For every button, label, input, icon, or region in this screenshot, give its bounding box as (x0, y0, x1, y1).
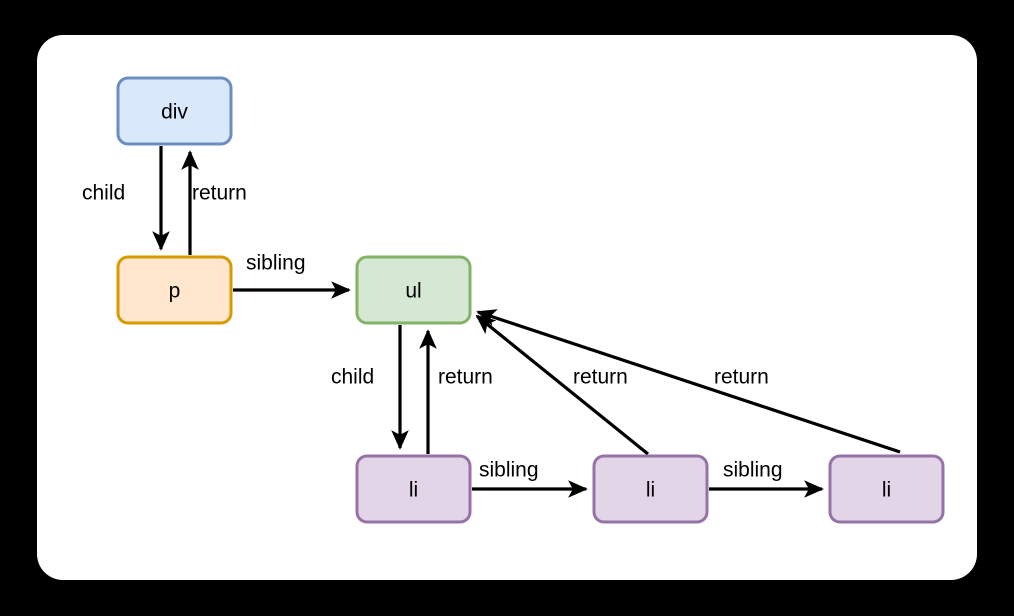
node-shape-li2[interactable] (592, 454, 709, 524)
node-label-li2: li (646, 479, 655, 502)
node-div[interactable]: div (116, 76, 233, 146)
edge-li2-to-ul (475, 314, 650, 456)
node-ul[interactable]: ul (355, 255, 472, 325)
edge-label-li3-to-ul: return (714, 366, 769, 389)
edge-label-ul-to-li1: child (331, 366, 374, 389)
node-li2[interactable]: li (592, 454, 709, 524)
node-label-li3: li (882, 479, 891, 502)
edges-layer (152, 146, 901, 498)
edge-label-li2-to-ul: return (573, 366, 628, 389)
edge-label-li1-to-ul: return (438, 366, 493, 389)
edge-label-div-to-p: child (82, 182, 125, 205)
edge-labels-layer: child return sibling child return sibling retu… (82, 182, 783, 482)
node-p[interactable]: p (116, 255, 233, 325)
edge-label-p-to-ul: sibling (246, 252, 306, 275)
node-li3[interactable]: li (828, 454, 945, 524)
node-li1[interactable]: li (355, 454, 472, 524)
node-label-li1: li (409, 479, 418, 502)
edge-label-p-to-div: return (192, 182, 247, 205)
node-shape-li3[interactable] (828, 454, 945, 524)
node-shape-p[interactable] (116, 255, 233, 325)
node-shape-div[interactable] (116, 76, 233, 146)
node-shape-li1[interactable] (355, 454, 472, 524)
node-label-p: p (169, 280, 181, 303)
edge-label-li2-to-li3: sibling (723, 459, 783, 482)
node-shape-ul[interactable] (355, 255, 472, 325)
edge-label-li1-to-li2: sibling (479, 459, 539, 482)
edge-li3-to-ul (476, 309, 901, 454)
nodes-layer: div p ul li li li (116, 76, 945, 524)
node-label-div: div (161, 101, 188, 124)
node-label-ul: ul (405, 280, 421, 303)
